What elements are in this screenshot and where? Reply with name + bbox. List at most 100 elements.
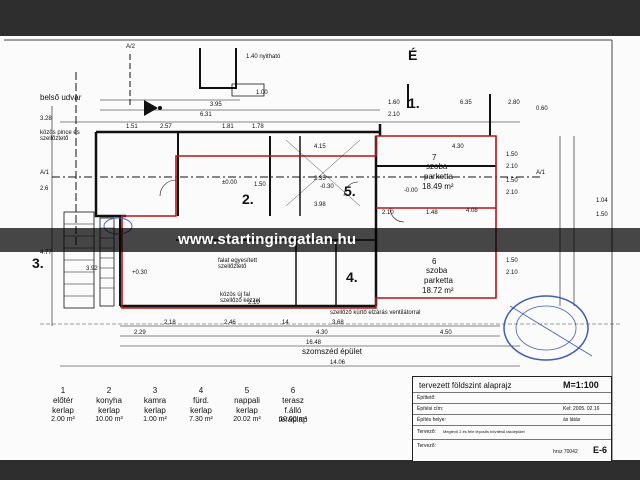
title-block-row-value: ás látás — [563, 417, 581, 423]
legend-number: 3 — [152, 386, 158, 395]
legend-floor: kerlap — [190, 406, 212, 415]
dim-inner-2: 1.50 — [254, 182, 266, 188]
legend-number: 5 — [244, 386, 250, 395]
dim-bottom-2: 14 — [282, 320, 289, 326]
level-c: -0.30 — [320, 184, 334, 190]
title-block-sheet-number: E-6 — [593, 445, 608, 455]
note-wall-vent: közös új fal szellőző kézzel — [220, 292, 261, 304]
approval-stamp — [103, 217, 593, 361]
title-block-row-label: Építési cím: — [417, 406, 444, 412]
legend-area: 10.00 m² — [279, 416, 307, 423]
note-wall: falat egyesített szellőztető — [218, 258, 258, 270]
dim-bottom-5: 4.50 — [440, 330, 452, 336]
wall-north — [96, 124, 382, 136]
level-a: ±0.00 — [222, 180, 237, 186]
title-block-row-value: Meglévő 2 és fele lépcsős bővítésű lakóé… — [443, 429, 525, 434]
legend-floor: f.álló teraplap — [278, 406, 308, 424]
dim-top-9: 2.80 — [508, 100, 520, 106]
title-block-title: tervezett földszint alaprajz — [419, 381, 512, 390]
legend-area: 20.02 m² — [233, 416, 261, 423]
legend-floor: kerlap — [98, 406, 120, 415]
dim-right-6: 1.50 — [596, 212, 608, 218]
legend-room: nappali — [234, 396, 260, 405]
dim-inner-4: 2.10 — [382, 210, 394, 216]
legend-room: kamra — [143, 396, 167, 405]
dim-right-0: 1.50 — [506, 152, 518, 158]
dim-bottom-4: 4.30 — [316, 330, 328, 336]
room-number-5: 5. — [344, 183, 356, 199]
dim-top-0: 3.95 — [210, 102, 222, 108]
dim-top-6: 4.15 — [314, 144, 326, 150]
legend-floor: kerlap — [236, 406, 258, 415]
room-6-floor: parketta — [424, 276, 453, 285]
north-arrow-triangle — [144, 100, 158, 116]
legend-number: 1 — [60, 386, 66, 395]
dim-top-11: 0.60 — [536, 106, 548, 112]
title-block-row-label: Építtető: — [417, 395, 436, 401]
dim-right-4: 1.50 — [506, 258, 518, 264]
dim-bottom-7: 16.48 — [306, 340, 322, 346]
legend-room: előtér — [52, 396, 73, 405]
dim-right-7: 1.04 — [596, 198, 608, 204]
dim-top-8: 4.30 — [452, 144, 464, 150]
legend-item: 4 fürd. kerlap 7.30 m² — [178, 386, 224, 426]
door-swing-3 — [389, 207, 405, 223]
room-number-4: 4. — [346, 269, 358, 285]
diagonal-mark-2 — [285, 139, 361, 207]
dim-left-0: 3.28 — [40, 116, 52, 122]
dim-right-1: 2.10 — [506, 164, 518, 170]
title-block: tervezett földszint alaprajz M=1:100 Épí… — [412, 376, 612, 462]
room-number-2: 2. — [242, 191, 254, 207]
dim-right-2: 1.50 — [506, 178, 518, 184]
dim-inner-0: 3.98 — [314, 202, 326, 208]
dim-top-12: 1.00 — [256, 90, 268, 96]
title-block-row-label: Tervező: — [417, 443, 436, 449]
top-wall-yard — [199, 48, 237, 89]
legend-floor: kerlap — [52, 406, 74, 415]
room-number-1: 1. — [408, 95, 420, 111]
dim-top-10: 6.35 — [460, 100, 472, 106]
legend-number: 6 — [290, 386, 296, 395]
dim-top-13: 1.60 — [388, 100, 400, 106]
title-block-scale: M=1:100 — [563, 380, 599, 390]
dim-bottom-8: 2.29 — [134, 330, 146, 336]
room-6-area: 18.72 m² — [422, 286, 454, 295]
dim-bottom-9: 2.10 — [248, 300, 260, 306]
arrow-marker — [158, 106, 162, 110]
section-mark-top: A/2 — [126, 44, 136, 50]
note-stair: 1.40 nyitható — [246, 54, 281, 60]
legend-item: 5 nappali kerlap 20.02 m² — [224, 386, 270, 426]
watermark-text: www.startingingatlan.hu — [178, 231, 357, 248]
north-symbol: É — [408, 47, 418, 63]
legend-number: 2 — [106, 386, 112, 395]
legend-floor: kerlap — [144, 406, 166, 415]
title-block-row-label: Építés helye: — [417, 417, 446, 423]
room-6-name: szoba — [426, 266, 448, 275]
dim-left-3: 3.92 — [86, 266, 98, 272]
room-7-floor: parketta — [424, 172, 453, 181]
yard-stair — [231, 83, 265, 97]
neighbour-cellar-label: közös pince és szellőztető — [40, 130, 80, 142]
room-6-number: 6 — [432, 257, 437, 266]
dim-bottom-0: 2.18 — [164, 320, 176, 326]
dim-left-2: 4.77 — [40, 250, 52, 256]
legend-number: 4 — [198, 386, 204, 395]
dim-bottom-3: 3.68 — [332, 320, 344, 326]
legend-room: fürd. — [192, 396, 209, 405]
dim-left-1: 2.6 — [40, 186, 49, 192]
title-block-row-label: Tervező: — [417, 429, 436, 435]
new-construction-outline — [121, 135, 497, 309]
neighbour-building-label: szomszéd épület — [302, 347, 363, 356]
room-number-3: 3. — [32, 255, 44, 271]
dim-inner-1: 2.35 — [314, 176, 326, 182]
dim-inner-5: 1.48 — [426, 210, 438, 216]
drawing-sheet: É A/2 A/1 A/1 belső udvar közös pince és… — [0, 36, 640, 462]
legend-area: 1.00 m² — [143, 416, 167, 423]
dim-top-2: 1.51 — [126, 124, 138, 130]
door-swing-1 — [159, 179, 177, 197]
title-block-row-value: Kel: 2005. 02.16 — [563, 406, 600, 412]
dim-right-5: 2.10 — [506, 270, 518, 276]
note-ventilation: szellőző kürtő elzárás ventilátorral — [330, 310, 421, 316]
legend-room: terasz — [282, 396, 304, 405]
